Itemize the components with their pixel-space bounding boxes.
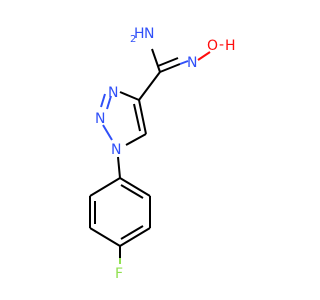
oxime-n-label: N	[187, 55, 197, 71]
bond-n1-n2	[102, 124, 113, 141]
fluorine-label: F	[115, 266, 123, 282]
oxime-h-label: H	[225, 38, 236, 54]
amine-n-label: N	[144, 26, 154, 42]
bond-n3-c4	[119, 91, 140, 101]
amine-h-label: H	[134, 26, 145, 42]
bond-c5-n1	[125, 133, 147, 146]
bond-ph-4	[119, 227, 151, 247]
bond-c-nh2	[151, 48, 161, 73]
bond-ph-inner-3	[120, 184, 144, 199]
bond-c4-c5-inner	[133, 103, 141, 132]
molecule-canvas: H 2 N N O - H N N N F	[89, 26, 236, 282]
bond-ph-inner-2	[120, 225, 144, 240]
bond-c-n-oxime-a	[159, 63, 181, 73]
amine-h-subscript: 2	[130, 34, 136, 45]
triazole-n1-label: N	[111, 142, 121, 158]
bond-n2-n3	[100, 93, 106, 108]
bond-ph-3	[89, 227, 121, 247]
oxime-oh-dash: -	[219, 37, 224, 53]
bond-ph-6	[119, 177, 151, 197]
bond-n-o	[197, 51, 211, 61]
triazole-n3-label: N	[108, 85, 118, 101]
bond-c-n-oxime-b	[157, 57, 179, 67]
triazole-n2-label: N	[95, 111, 105, 127]
bond-n2-n3-inner	[106, 95, 112, 110]
bond-n1-ph	[117, 156, 121, 179]
molecule-structure: H 2 N N O - H N N N F	[89, 26, 236, 282]
bond-c4-c5	[138, 99, 147, 135]
oxime-o-label: O	[207, 38, 218, 54]
bond-ph-1	[89, 177, 121, 197]
bond-c-c4	[138, 71, 161, 101]
bond-c-n-oxime-c	[179, 60, 189, 65]
